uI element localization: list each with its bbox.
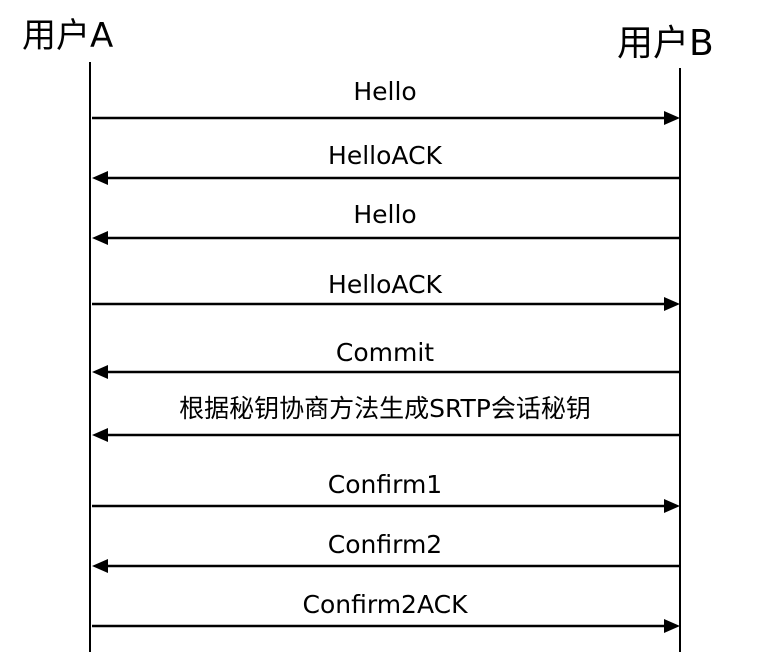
message-arrow [92,111,680,125]
message-label: HelloACK [328,270,442,299]
message-arrowhead [92,559,108,573]
message-arrow [92,559,680,573]
message-label: Commit [335,338,435,367]
message-arrowhead [664,297,680,311]
message-arrowhead [664,619,680,633]
message-arrow [92,365,680,379]
message-arrowhead [92,428,108,442]
message-arrowhead [664,499,680,513]
message-label: Hello [353,200,417,229]
message-arrowhead [92,231,108,245]
message-arrow [92,428,680,442]
message-arrowhead [92,171,108,185]
message-arrow [92,297,680,311]
message-label: Confirm2 [327,530,443,559]
message-arrow [92,171,680,185]
message-label: Hello [353,77,417,106]
message-label: HelloACK [328,141,442,170]
message-label: Confirm1 [327,470,443,499]
actor-b-label: 用户B [617,23,714,64]
message-arrow [92,619,680,633]
message-label: Confirm2ACK [302,590,468,619]
message-label: 根据秘钥协商方法生成SRTP会话秘钥 [179,394,591,423]
message-arrowhead [92,365,108,379]
message-arrow [92,231,680,245]
message-arrowhead [664,111,680,125]
actor-a-label: 用户A [22,16,114,56]
message-arrow [92,499,680,513]
message-arrows [92,111,680,633]
